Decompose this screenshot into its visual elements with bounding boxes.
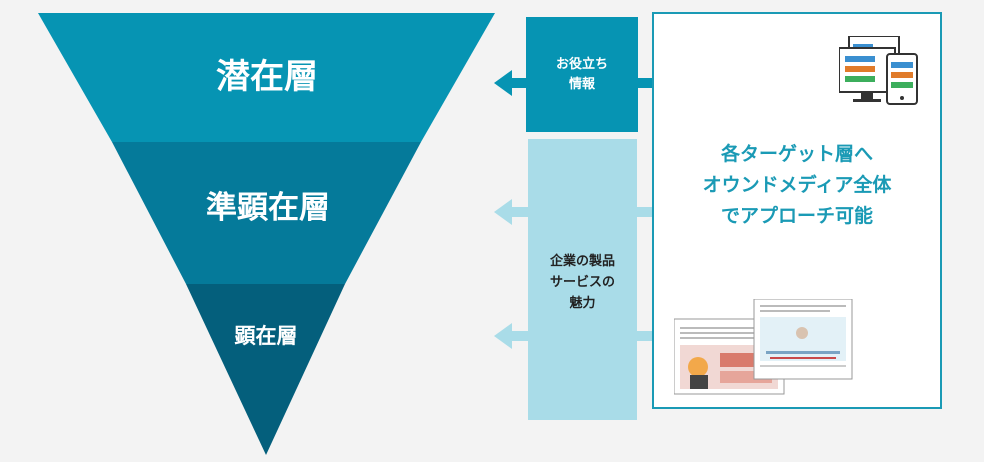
useful-info-text: お役立ち 情報 [526,55,638,94]
product-appeal-line3: 魅力 [569,295,596,311]
product-appeal-box [528,139,637,420]
article-thumbnails-image [674,299,853,395]
owned-media-panel: 各ターゲット層へ オウンドメディア全体 でアプローチ可能 [652,12,942,409]
useful-info-line2: 情報 [568,76,595,92]
panel-line3: でアプローチ可能 [720,204,873,227]
panel-line1: 各ターゲット層へ [720,143,873,165]
useful-info-line1: お役立ち [555,57,608,72]
devices-icon [839,36,918,105]
arrow-to-latent [494,70,654,96]
funnel-label-manifest: 顕在層 [234,324,298,348]
product-appeal-text: 企業の製品 サービスの 魅力 [528,252,637,314]
arrow-to-manifest [494,323,654,349]
funnel-tier-semi-manifest [112,142,421,284]
product-appeal-line1: 企業の製品 [549,254,615,269]
useful-info-box [526,17,638,132]
funnel-label-latent: 潜在層 [216,57,318,97]
funnel-tier-manifest [186,284,345,455]
panel-line2: オウンドメディア全体 [702,173,892,196]
funnel-tier-latent [38,13,495,142]
product-appeal-line2: サービスの [549,274,615,290]
panel-message: 各ターゲット層へ オウンドメディア全体 でアプローチ可能 [654,139,940,231]
arrow-to-semi-manifest [494,199,654,225]
funnel-label-semi-manifest: 準顕在層 [206,190,330,226]
article-thumbnail-2 [753,299,853,380]
